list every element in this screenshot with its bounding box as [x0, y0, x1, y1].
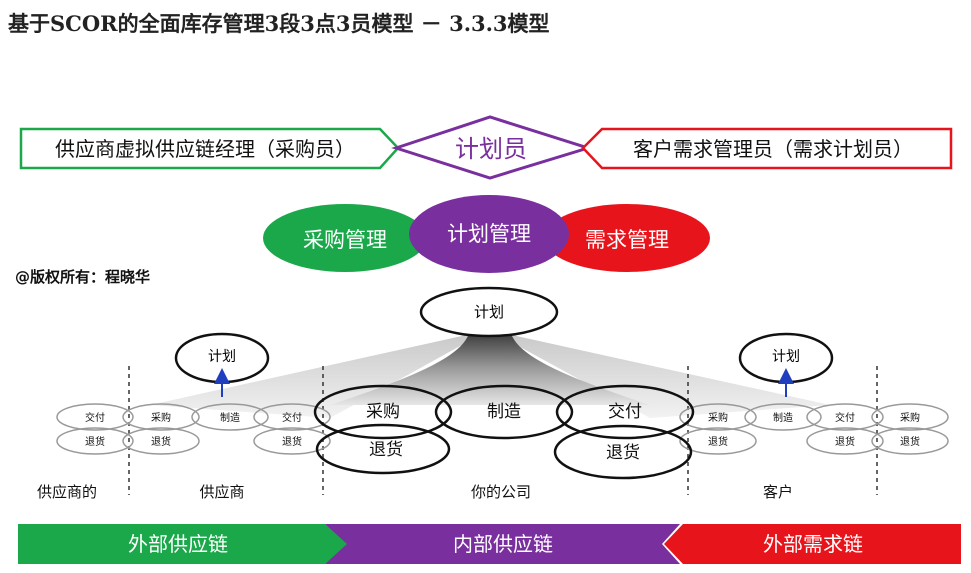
- deliver-ellipse: [56, 403, 134, 431]
- customer-plan-label: 计划: [772, 349, 800, 365]
- return-ellipse: [253, 427, 331, 455]
- management-ellipses: 采购管理 计划管理 需求管理: [263, 195, 710, 273]
- company-plan-label: 计划: [474, 303, 504, 321]
- company-make-label: 制造: [487, 402, 521, 422]
- source-label: 采购: [708, 411, 728, 424]
- make-ellipse: [744, 403, 822, 431]
- return-label: 退货: [835, 435, 855, 448]
- company-source-ellipse: [313, 384, 453, 440]
- purchase-management-ellipse: [263, 204, 427, 272]
- company-plan-ellipse: [419, 286, 559, 338]
- company-deliver-ellipse: [555, 384, 695, 440]
- your-company-label: 你的公司: [471, 483, 531, 501]
- demand-manager-role-label: 客户需求管理员（需求计划员）: [633, 137, 913, 161]
- deliver-label: 交付: [85, 411, 105, 424]
- external-supply-chain-label: 外部供应链: [128, 532, 228, 556]
- planner-role-label: 计划员: [455, 135, 527, 163]
- source-ellipse: [122, 403, 200, 431]
- chain-bar: 外部供应链 内部供应链 外部需求链: [18, 524, 961, 564]
- return-label: 退货: [708, 435, 728, 448]
- company-return-ellipse: [553, 424, 693, 480]
- return-ellipse: [806, 427, 884, 455]
- entity-labels: 供应商的 供应商 你的公司 客户: [37, 483, 793, 501]
- internal-supply-chain-label: 内部供应链: [453, 532, 553, 556]
- role-bar: 供应商虚拟供应链经理（采购员） 计划员 客户需求管理员（需求计划员）: [19, 115, 953, 180]
- plan-funnel: [330, 330, 650, 405]
- company-process-labels: 采购 制造 交付 退货 退货: [366, 402, 642, 463]
- demand-management-label: 需求管理: [585, 228, 669, 252]
- purchaser-role-box: [19, 127, 400, 170]
- company-return-ellipse: [315, 423, 451, 475]
- company-source-label: 采购: [366, 402, 400, 422]
- return-ellipse: [871, 427, 949, 455]
- copyright-text: @版权所有：程晓华: [15, 268, 150, 286]
- supplier-label: 供应商: [199, 483, 244, 501]
- plan-spread-left: [150, 330, 489, 418]
- page-title: 基于SCOR的全面库存管理3段3点3员模型 － 3.3.3模型: [8, 11, 550, 36]
- company-processes: [313, 384, 695, 480]
- customer-side-process-labels: 采购 退货 制造 交付 退货 采购 退货: [708, 411, 920, 448]
- supplier-side-process-labels: 交付 退货 采购 退货 制造 交付 退货: [85, 411, 302, 448]
- return-label: 退货: [85, 435, 105, 448]
- return-label: 退货: [900, 435, 920, 448]
- company-return-label: 退货: [606, 443, 640, 463]
- boundary-dividers: [128, 366, 878, 495]
- return-ellipse: [122, 427, 200, 455]
- demand-manager-role-box: [581, 127, 953, 170]
- purchase-management-label: 采购管理: [303, 228, 387, 252]
- make-ellipse: [191, 403, 269, 431]
- deliver-label: 交付: [282, 411, 302, 424]
- plan-spread-right: [489, 330, 830, 418]
- external-supply-chain-arrow: [18, 524, 347, 564]
- make-label: 制造: [220, 411, 240, 424]
- plan-ellipses: 计划 计划 计划: [174, 286, 834, 397]
- return-ellipse: [56, 427, 134, 455]
- supplier-side-processes: [56, 403, 331, 455]
- return-label: 退货: [282, 435, 302, 448]
- company-return-label: 退货: [369, 440, 403, 460]
- make-label: 制造: [773, 411, 793, 424]
- return-label: 退货: [151, 435, 171, 448]
- supplier-of-supplier-label: 供应商的: [37, 483, 97, 501]
- customer-label: 客户: [763, 483, 793, 501]
- demand-management-ellipse: [544, 204, 710, 272]
- external-demand-chain-label: 外部需求链: [763, 532, 863, 556]
- source-label: 采购: [900, 411, 920, 424]
- plan-spread-shading: [150, 330, 830, 418]
- internal-supply-chain-arrow: [325, 524, 680, 564]
- purchaser-role-label: 供应商虚拟供应链经理（采购员）: [55, 137, 355, 161]
- company-make-ellipse: [434, 384, 574, 440]
- plan-management-label: 计划管理: [447, 222, 531, 246]
- source-ellipse: [679, 403, 757, 431]
- customer-side-processes: [679, 403, 949, 455]
- deliver-ellipse: [253, 403, 331, 431]
- plan-management-ellipse: [409, 195, 569, 273]
- company-deliver-label: 交付: [608, 402, 642, 422]
- deliver-ellipse: [806, 403, 884, 431]
- deliver-label: 交付: [835, 411, 855, 424]
- external-demand-chain-arrow: [664, 524, 961, 564]
- source-ellipse: [871, 403, 949, 431]
- source-label: 采购: [151, 411, 171, 424]
- return-ellipse: [679, 427, 757, 455]
- supplier-plan-label: 计划: [208, 349, 236, 365]
